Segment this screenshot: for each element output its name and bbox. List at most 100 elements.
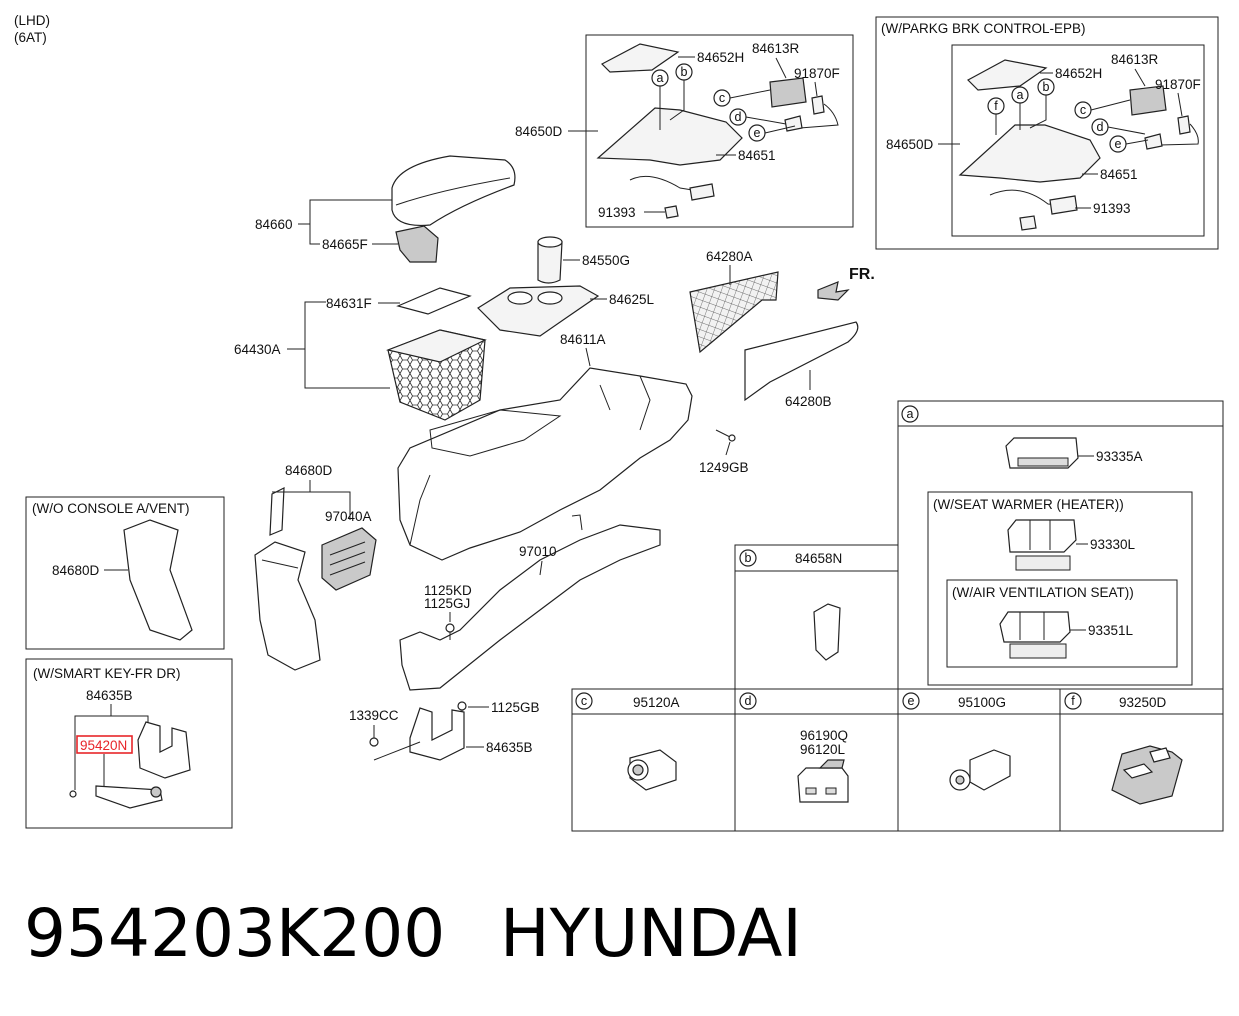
lighter-95100G-part	[949, 749, 1011, 791]
svg-text:f: f	[1071, 694, 1075, 708]
label-84660: 84660	[255, 217, 293, 232]
epb-box-title: (W/PARKG BRK CONTROL-EPB)	[881, 21, 1086, 36]
usb-aux-96190Q-part	[797, 759, 849, 803]
svg-text:d: d	[745, 694, 752, 708]
label-91870F: 91870F	[794, 66, 840, 81]
svg-text:b: b	[745, 551, 752, 565]
highlight-box-95420N	[76, 735, 133, 754]
label-96190Q: 96190Q	[800, 728, 848, 743]
svg-text:e: e	[908, 694, 915, 708]
detail-box-d	[734, 688, 899, 832]
rear-cover-parts	[254, 487, 377, 671]
socket-95120A-part	[627, 749, 677, 791]
duct-parts	[399, 514, 661, 691]
label-84652H: 84652H	[697, 50, 744, 65]
label-84625L: 84625L	[609, 292, 655, 307]
svg-text:c: c	[1080, 103, 1086, 117]
svg-text:a: a	[907, 407, 914, 421]
label-93351L: 93351L	[1088, 623, 1134, 638]
label-64430A: 64430A	[234, 342, 281, 357]
detail-a-callout	[901, 405, 919, 423]
label-1125KD: 1125KD	[424, 583, 472, 598]
label-84652H-epb: 84652H	[1055, 66, 1102, 81]
console-body-parts	[397, 367, 693, 561]
clip-84658N-part	[813, 603, 841, 661]
detail-c-callout	[575, 692, 593, 710]
detail-e-callout	[902, 692, 920, 710]
epb-box	[875, 16, 1219, 250]
svg-text:c: c	[581, 694, 587, 708]
air-vent-seat-box-title: (W/AIR VENTILATION SEAT))	[952, 585, 1134, 600]
detail-f-callout	[1064, 692, 1082, 710]
header-lhd: (LHD)	[14, 13, 50, 28]
detail-b-callout	[739, 549, 757, 567]
svg-text:c: c	[719, 91, 725, 105]
label-93335A: 93335A	[1096, 449, 1143, 464]
label-97010: 97010	[519, 544, 557, 559]
switch-93250D-part	[1111, 745, 1183, 805]
svg-text:e: e	[1115, 137, 1122, 151]
label-84651-epb: 84651	[1100, 167, 1138, 182]
svg-text:a: a	[657, 71, 664, 85]
label-84680D-main: 84680D	[285, 463, 333, 478]
smart-key-box	[25, 658, 233, 829]
svg-text:a: a	[1017, 88, 1024, 102]
label-1339CC: 1339CC	[349, 708, 399, 723]
armrest-parts	[391, 155, 516, 263]
label-91870F-epb: 91870F	[1155, 77, 1201, 92]
switch-93351L-part	[999, 611, 1071, 659]
label-84665F: 84665F	[322, 237, 368, 252]
label-64280A: 64280A	[706, 249, 753, 264]
callouts-top: a b c d e	[651, 63, 796, 142]
wo-vent-box-title: (W/O CONSOLE A/VENT)	[32, 501, 190, 516]
footer-brand: HYUNDAI	[500, 895, 802, 972]
label-93330L: 93330L	[1090, 537, 1136, 552]
smart-key-bracket-part	[69, 721, 191, 809]
wo-vent-cover-part	[123, 519, 193, 641]
label-95120A: 95120A	[633, 695, 680, 710]
epb-inner-box	[951, 44, 1205, 237]
svg-text:d: d	[735, 110, 742, 124]
header-6at: (6AT)	[14, 30, 47, 45]
switch-93330L-part	[1007, 519, 1077, 571]
svg-text:b: b	[681, 65, 688, 79]
wo-vent-box	[25, 496, 225, 650]
label-91393-epb: 91393	[1093, 201, 1131, 216]
seat-warmer-box-title: (W/SEAT WARMER (HEATER))	[933, 497, 1124, 512]
label-84550G: 84550G	[582, 253, 630, 268]
label-95100G: 95100G	[958, 695, 1006, 710]
svg-text:f: f	[994, 99, 998, 113]
label-84635B-box: 84635B	[86, 688, 133, 703]
label-95420N-highlighted: 95420N	[80, 738, 127, 753]
svg-text:b: b	[1043, 80, 1050, 94]
label-91393-top: 91393	[598, 205, 636, 220]
svg-text:d: d	[1097, 120, 1104, 134]
switch-93335A-part	[1005, 437, 1079, 469]
bracket-parts	[369, 623, 467, 761]
label-1249GB: 1249GB	[699, 460, 749, 475]
label-fr: FR.	[849, 266, 875, 283]
label-84613R: 84613R	[752, 41, 800, 56]
footer-part-number: 954203K200	[24, 895, 445, 972]
label-84650D-epb: 84650D	[886, 137, 934, 152]
label-97040A: 97040A	[325, 509, 372, 524]
label-1125GJ: 1125GJ	[424, 596, 470, 611]
label-84613R-epb: 84613R	[1111, 52, 1159, 67]
callouts-epb: f a b c d e	[987, 78, 1149, 153]
epb-parts	[958, 59, 1199, 231]
label-84631F: 84631F	[326, 296, 372, 311]
label-84635B-main: 84635B	[486, 740, 533, 755]
detail-box-f	[1059, 688, 1224, 832]
svg-text:e: e	[754, 126, 761, 140]
label-84651-top: 84651	[738, 148, 776, 163]
storage-box-parts	[385, 287, 487, 421]
label-84680D-box: 84680D	[52, 563, 100, 578]
label-84658N: 84658N	[795, 551, 842, 566]
label-96120L: 96120L	[800, 742, 846, 757]
label-84611A: 84611A	[560, 332, 606, 347]
label-64280B: 64280B	[785, 394, 832, 409]
label-93250D: 93250D	[1119, 695, 1167, 710]
seat-warmer-box	[927, 491, 1193, 686]
label-84650D-top: 84650D	[515, 124, 563, 139]
